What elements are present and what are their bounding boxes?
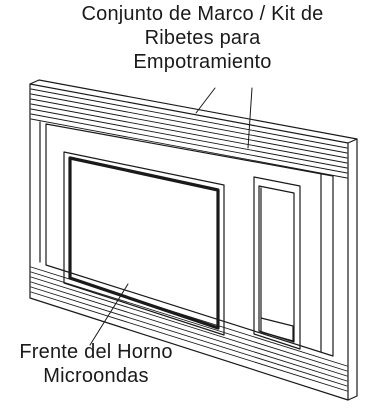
trim-frame-side [347, 138, 358, 401]
oven-front-label-line-2: Microondas [43, 365, 149, 387]
oven-front-leader-line [89, 283, 129, 346]
trim-kit-leader-line-2 [247, 87, 253, 149]
control-panel-outline [253, 176, 301, 350]
oven-front-outline [45, 123, 334, 357]
control-panel-button [260, 317, 294, 342]
door-window-inner [68, 156, 220, 330]
oven-front-label-line-1: Frente del Horno [19, 341, 173, 363]
trim-kit-label-line-3: Empotramiento [133, 51, 272, 73]
trim-kit-label-line-2: Ribetes para [144, 27, 261, 49]
door-window-outer [63, 151, 225, 336]
trim-kit-label-line-1: Conjunto de Marco / Kit de [81, 3, 324, 25]
oven-front-label: Frente del Horno Microondas [0, 340, 192, 388]
trim-kit-leader-line-1 [195, 87, 216, 114]
trim-frame-top [29, 79, 358, 140]
trim-kit-label: Conjunto de Marco / Kit de Ribetes para … [40, 2, 365, 74]
top-louver-lines [30, 88, 348, 179]
control-panel-inner [258, 185, 295, 343]
